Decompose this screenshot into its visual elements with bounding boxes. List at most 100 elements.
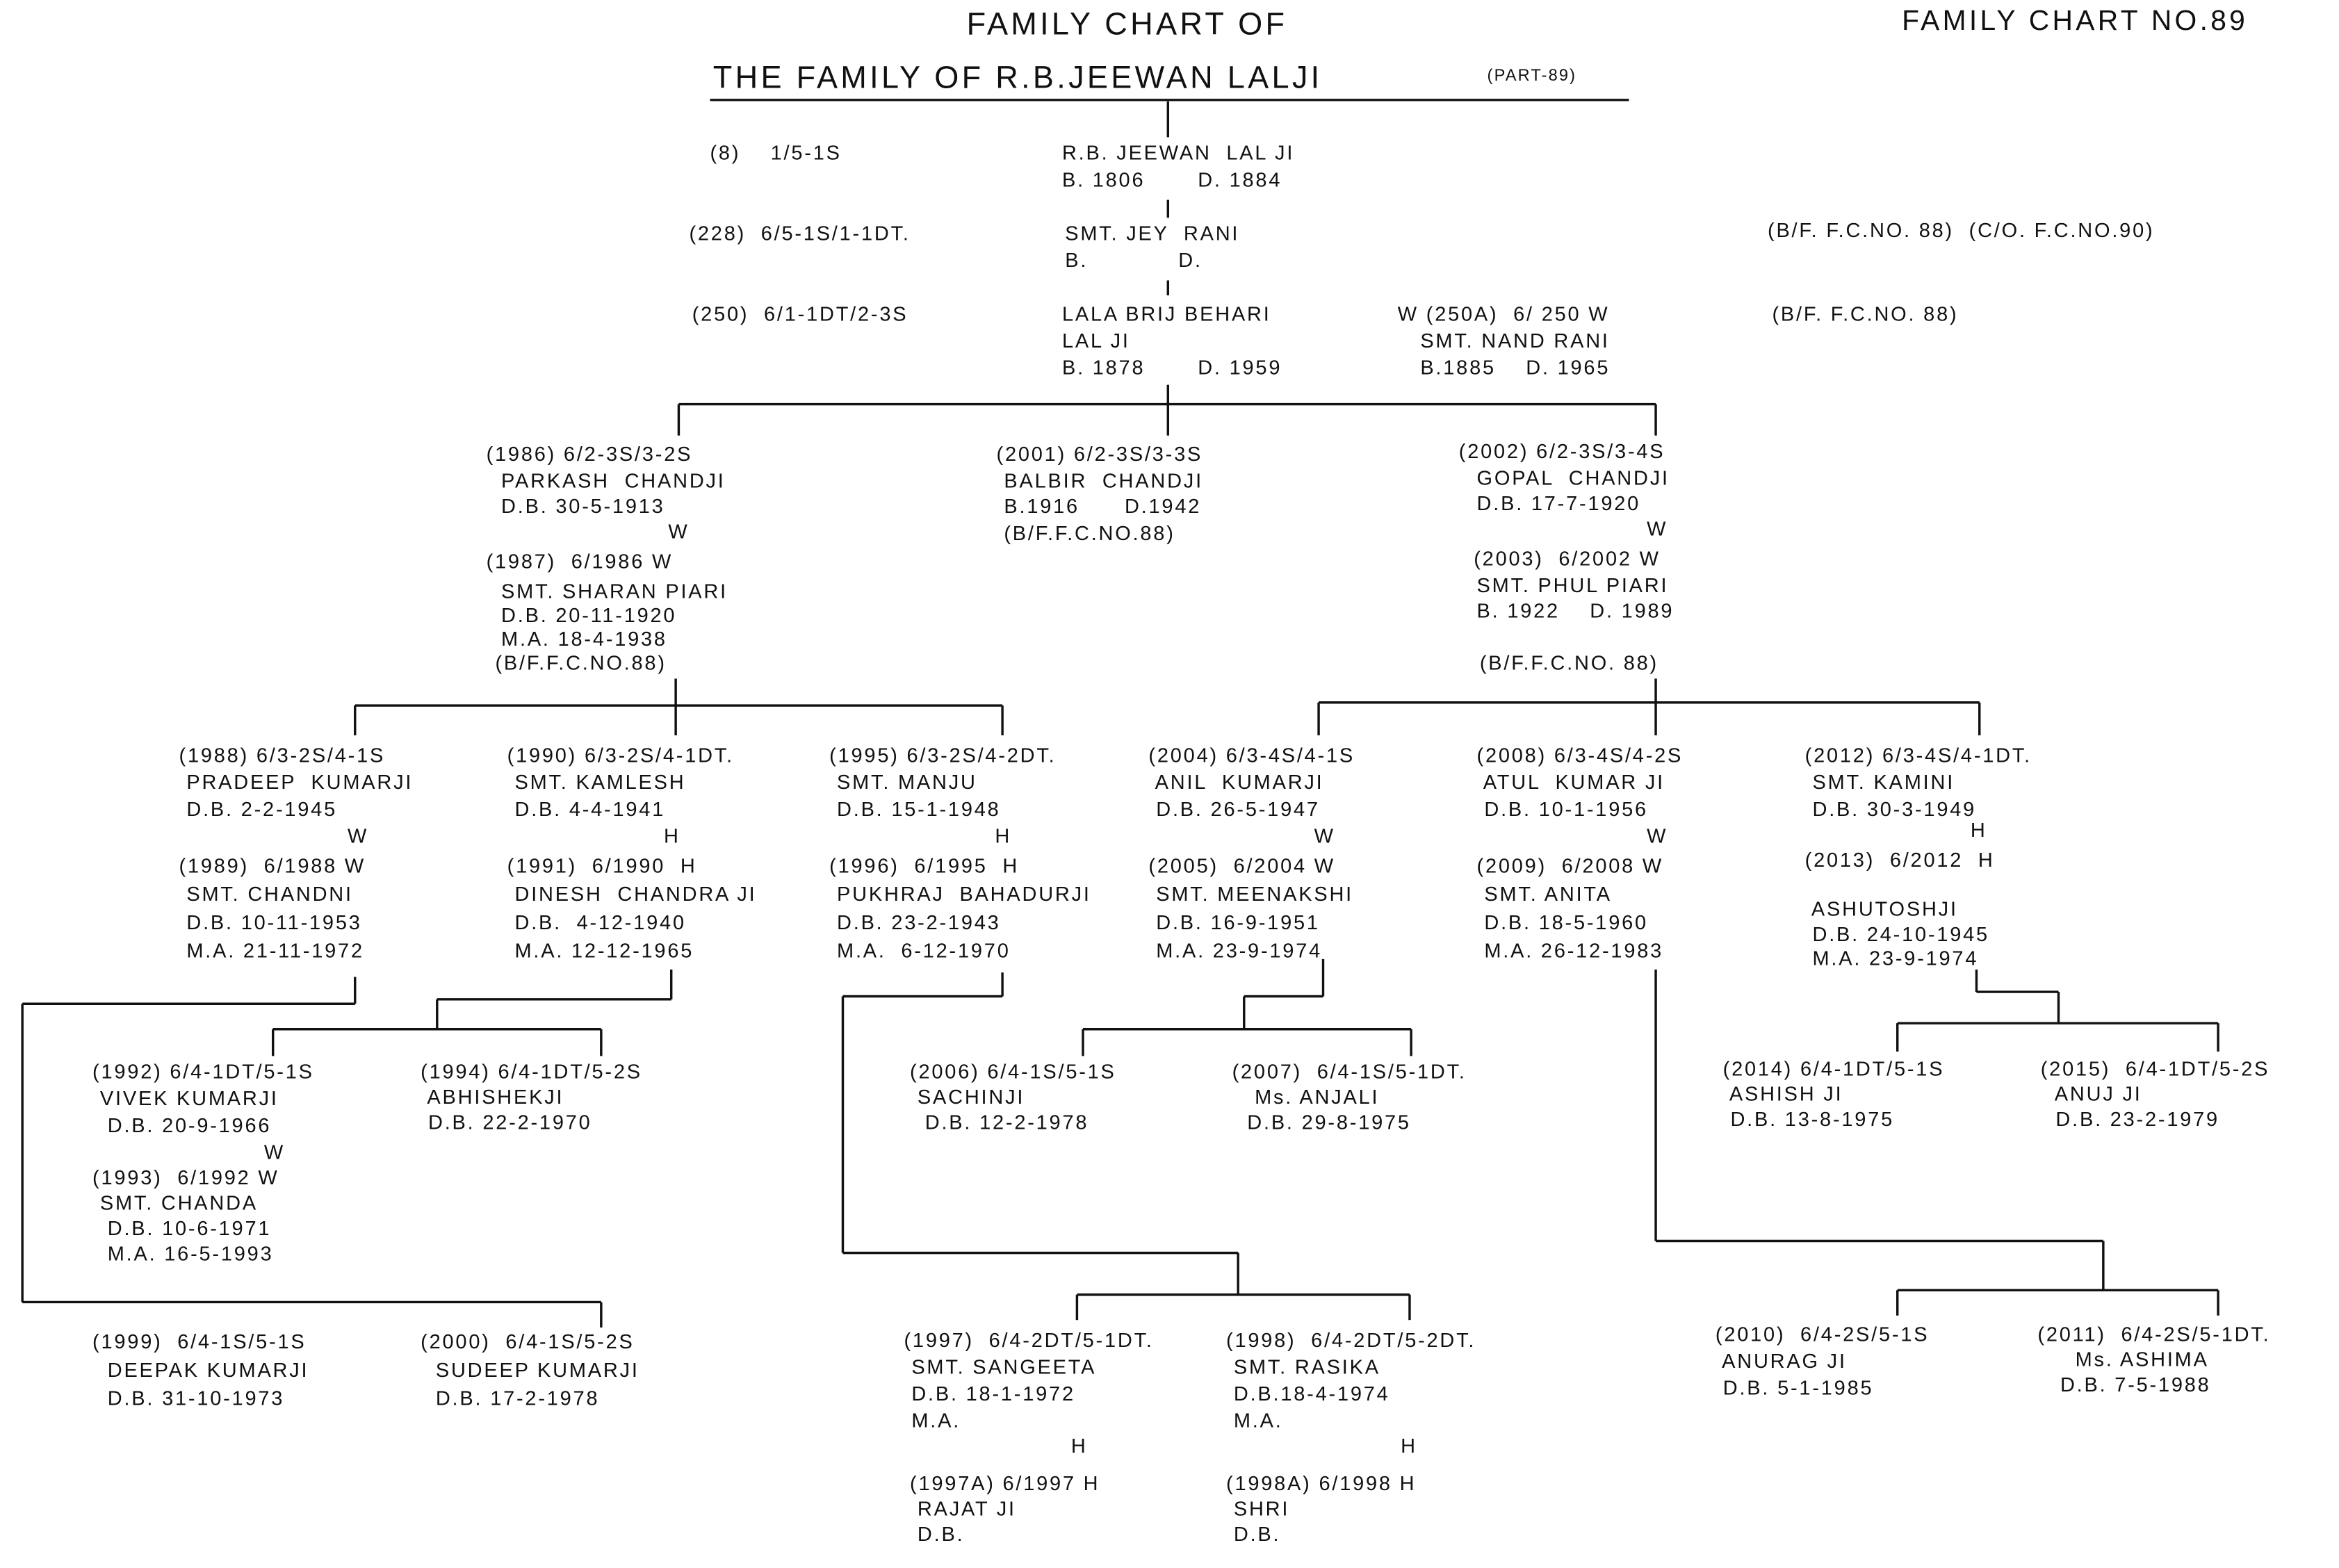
relation-marker: H: [1401, 1436, 1417, 1462]
entry-line: BALBIR CHANDJI: [996, 468, 1203, 492]
entry-heading: (2004) 6/3-4S/4-1S: [1148, 744, 1355, 767]
entry-heading: (1987) 6/1986 W: [486, 550, 674, 573]
entry-heading: (228) 6/5-1S/1-1DT.: [689, 222, 911, 245]
person-entry: (1997) 6/4-2DT/5-1DT. SMT. SANGEETA D.B.…: [904, 1330, 1153, 1438]
person-entry: (2004) 6/3-4S/4-1S ANIL KUMARJI D.B. 26-…: [1148, 744, 1355, 826]
person-entry: (250) 6/1-1DT/2-3S: [692, 304, 908, 332]
person-entry: (2013) 6/2012 H ASHUTOSHJI D.B. 24-10-19…: [1805, 850, 1995, 973]
entry-heading: H: [663, 824, 680, 847]
entry-line: SMT. CHANDA: [92, 1191, 258, 1214]
entry-line: D.B. 12-2-1978: [910, 1111, 1089, 1134]
entry-line: SMT. MEENAKSHI: [1148, 883, 1354, 906]
person-entry: W (250A) 6/ 250 W SMT. NAND RANI B.1885 …: [1398, 304, 1610, 385]
entry-line: ANIL KUMARJI: [1148, 771, 1324, 794]
person-entry: (1995) 6/3-2S/4-2DT. SMT. MANJU D.B. 15-…: [829, 745, 1056, 826]
entry-heading: (250) 6/1-1DT/2-3S: [692, 302, 908, 325]
entry-heading: PARKASH CHANDJI: [501, 469, 726, 493]
entry-heading: (2000) 6/4-1S/5-2S: [421, 1330, 635, 1353]
entry-heading: W: [1647, 517, 1668, 540]
person-entry: (2007) 6/4-1S/5-1DT. Ms. ANJALI D.B. 29-…: [1232, 1061, 1467, 1138]
entry-heading: (B/F.F.C.NO. 88): [1479, 651, 1659, 674]
entry-heading: (2003) 6/2002 W: [1474, 547, 1661, 570]
entry-line: D.B. 26-5-1947: [1148, 798, 1320, 821]
entry-line: M.A. 6-12-1970: [829, 939, 1011, 963]
entry-line: B. D.: [1065, 249, 1203, 272]
person-entry: (1994) 6/4-1DT/5-2S ABHISHEKJI D.B. 22-2…: [421, 1060, 642, 1138]
relation-marker: W: [264, 1142, 285, 1168]
entry-heading: (1997A) 6/1997 H: [910, 1472, 1100, 1495]
person-entry: (1987) 6/1986 W: [486, 550, 674, 579]
entry-heading: (2009) 6/2008 W: [1476, 854, 1664, 877]
entry-heading: (1988) 6/3-2S/4-1S: [179, 744, 386, 767]
entry-line: ASHISH JI: [1722, 1082, 1843, 1106]
entry-line: SMT. RASIKA: [1226, 1355, 1380, 1378]
chart-title: FAMILY CHART OF: [966, 7, 1288, 42]
person-entry: (1992) 6/4-1DT/5-1S VIVEK KUMARJI D.B. 2…: [92, 1061, 314, 1143]
person-entry: (B/F.F.C.NO.88): [495, 653, 666, 678]
person-entry: (1991) 6/1990 H DINESH CHANDRA JI D.B. 4…: [507, 856, 757, 970]
person-entry: (2001) 6/2-3S/3-3S BALBIR CHANDJI B.1916…: [996, 443, 1203, 549]
entry-line: B.1916 D.1942: [996, 495, 1202, 518]
entry-line: D.B. 31-10-1973: [92, 1387, 285, 1410]
relation-marker: W: [1314, 826, 1335, 851]
entry-heading: SMT. PHUL PIARI: [1476, 574, 1669, 597]
person-entry: (1988) 6/3-2S/4-1S PRADEEP KUMARJI D.B. …: [179, 744, 414, 826]
entry-line: M.A.: [904, 1409, 961, 1432]
entry-heading: (2005) 6/2004 W: [1148, 854, 1335, 877]
entry-line: D.B. 29-8-1975: [1232, 1111, 1411, 1134]
entry-line: B.1885 D. 1965: [1397, 356, 1611, 379]
entry-heading: LALA BRIJ BEHARI: [1061, 302, 1271, 325]
entry-line: D.B. 22-2-1970: [421, 1111, 592, 1134]
entry-line: M.A. 18-4-1938: [501, 628, 667, 651]
person-entry: (1990) 6/3-2S/4-1DT. SMT. KAMLESH D.B. 4…: [507, 744, 734, 826]
relation-marker: W: [668, 522, 689, 547]
chart-part: (PART-89): [1487, 67, 1577, 85]
relation-marker: W: [1647, 517, 1668, 544]
entry-line: SMT. MANJU: [829, 771, 977, 794]
person-entry: (1999) 6/4-1S/5-1S DEEPAK KUMARJI D.B. 3…: [92, 1332, 309, 1416]
person-entry: (2006) 6/4-1S/5-1S SACHINJI D.B. 12-2-19…: [910, 1060, 1116, 1138]
entry-heading: W: [348, 824, 369, 847]
entry-heading: (1996) 6/1995 H: [829, 854, 1020, 877]
entry-heading: (2002) 6/2-3S/3-4S: [1458, 440, 1665, 463]
entry-line: SACHINJI: [910, 1086, 1025, 1109]
entry-heading: (8) 1/5-1S: [710, 141, 842, 165]
entry-line: D.B.: [1226, 1523, 1281, 1546]
entry-heading: W: [1647, 824, 1668, 847]
entry-line: D.B. 17-7-1920: [1476, 492, 1641, 515]
person-entry: (2010) 6/4-2S/5-1S ANURAG JI D.B. 5-1-19…: [1715, 1323, 1930, 1405]
entry-heading: (1998) 6/4-2DT/5-2DT.: [1226, 1329, 1476, 1352]
person-entry: (1998A) 6/1998 H SHRI D.B.: [1226, 1473, 1416, 1549]
entry-line: D.B. 7-5-1988: [2037, 1373, 2211, 1396]
entry-line: SMT. KAMLESH: [507, 771, 686, 794]
person-entry: (B/F. F.C.NO. 88): [1772, 304, 1958, 332]
entry-heading: (1994) 6/4-1DT/5-2S: [421, 1060, 642, 1083]
person-entry: (2012) 6/3-4S/4-1DT. SMT. KAMINI D.B. 30…: [1804, 744, 2032, 826]
entry-heading: (2001) 6/2-3S/3-3S: [996, 443, 1203, 466]
entry-heading: (2006) 6/4-1S/5-1S: [910, 1060, 1116, 1083]
entry-line: M.A. 26-12-1983: [1476, 939, 1664, 963]
entry-line: M.A. 23-9-1974: [1804, 947, 1979, 970]
entry-heading: (1993) 6/1992 W: [92, 1166, 279, 1189]
entry-line: SUDEEP KUMARJI: [421, 1359, 639, 1382]
person-entry: (2014) 6/4-1DT/5-1S ASHISH JI D.B. 13-8-…: [1723, 1059, 1945, 1135]
person-entry: (1989) 6/1988 W SMT. CHANDNI D.B. 10-11-…: [179, 856, 366, 970]
person-entry: (1997A) 6/1997 H RAJAT JI D.B.: [910, 1473, 1100, 1549]
entry-heading: (2011) 6/4-2S/5-1DT.: [2037, 1323, 2271, 1346]
entry-line: D.B. 24-10-1945: [1804, 922, 1989, 945]
entry-line: D.B. 20-11-1920: [501, 604, 677, 627]
person-entry: (2008) 6/3-4S/4-2S ATUL KUMAR JI D.B. 10…: [1477, 745, 1684, 826]
entry-heading: (2010) 6/4-2S/5-1S: [1715, 1323, 1930, 1346]
entry-line: PUKHRAJ BAHADURJI: [829, 883, 1091, 906]
entry-line: SMT. SANGEETA: [904, 1355, 1097, 1378]
entry-heading: (1986) 6/2-3S/3-2S: [486, 443, 693, 466]
entry-heading: (B/F. F.C.NO. 88) (C/O. F.C.NO.90): [1768, 219, 2155, 242]
entry-line: M.A. 23-9-1974: [1148, 939, 1323, 963]
entry-line: DEEPAK KUMARJI: [92, 1359, 309, 1382]
entry-heading: (1990) 6/3-2S/4-1DT.: [507, 744, 734, 767]
entry-heading: (2012) 6/3-4S/4-1DT.: [1804, 744, 2032, 767]
